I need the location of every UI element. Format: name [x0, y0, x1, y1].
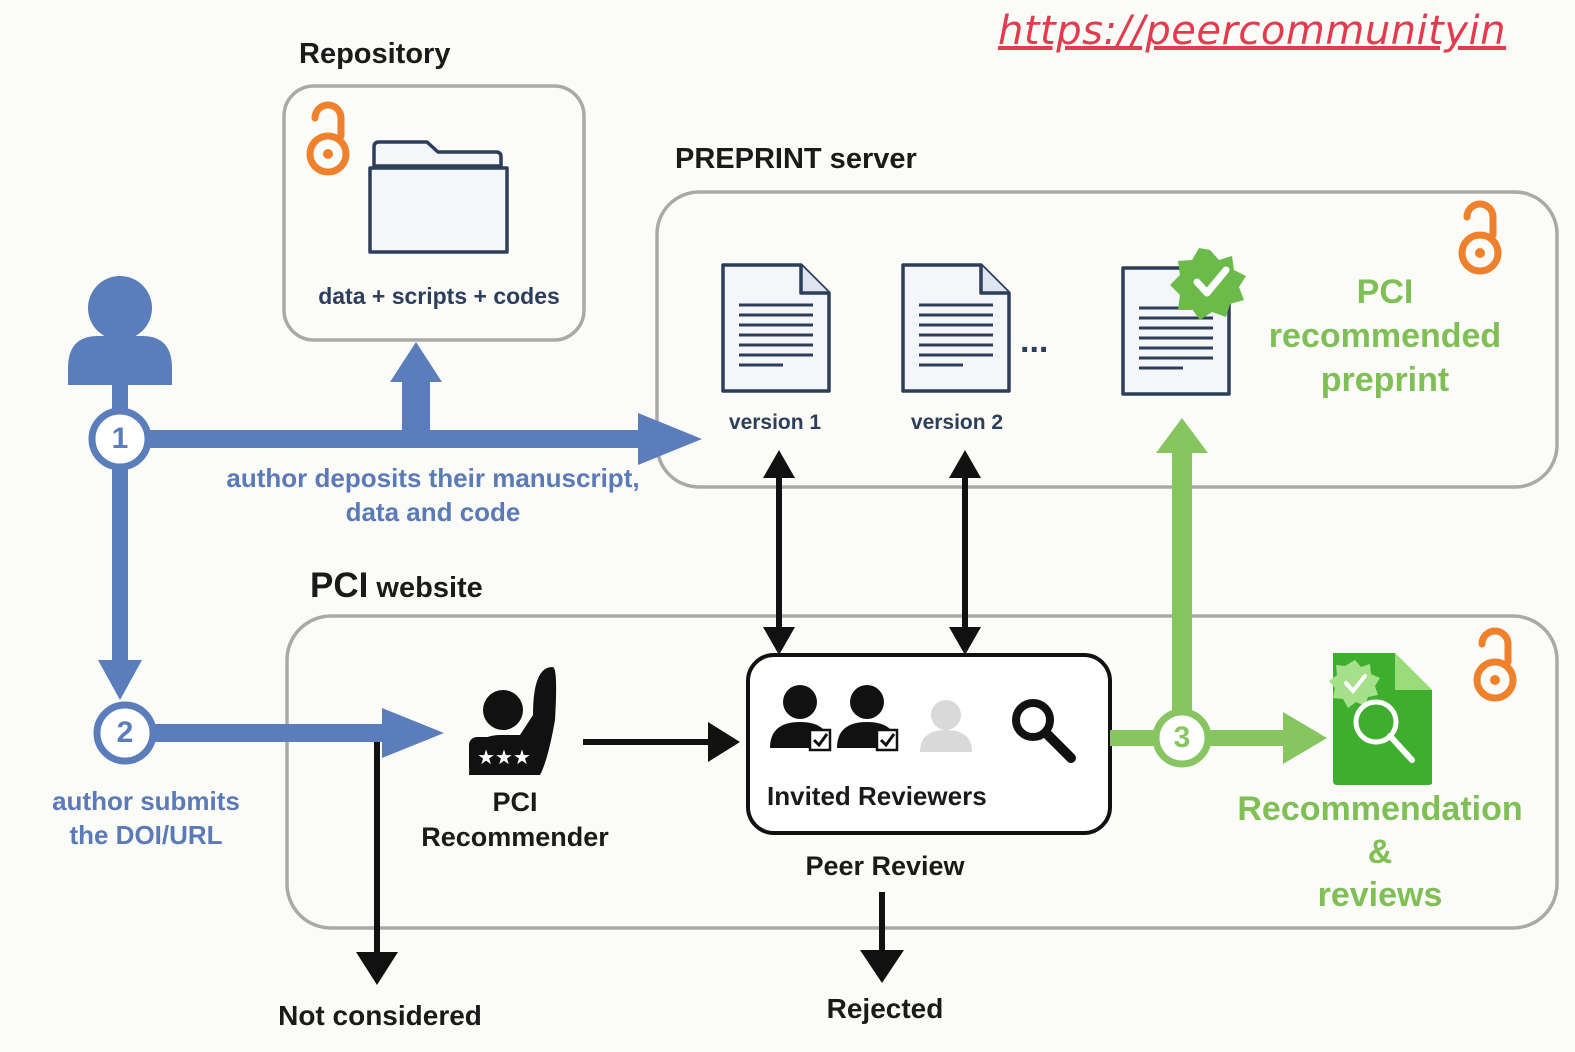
peer-review-label: Peer Review — [805, 851, 965, 881]
submit-line-2: the DOI/URL — [69, 820, 223, 850]
recommender-label: PCI Recommender — [405, 785, 625, 855]
version-2-label: version 2 — [910, 411, 1004, 434]
recommendation-document-icon — [1329, 653, 1432, 785]
recommender-line-2: Recommender — [421, 822, 609, 852]
step-2-number: 2 — [116, 716, 134, 749]
not-considered-arrow — [356, 742, 398, 985]
pci-website-title-rest: website — [368, 572, 483, 604]
open-access-icon — [1477, 631, 1513, 698]
author-flow-arrows — [98, 342, 702, 758]
recommendation-reviews-label: Recommendation & reviews — [1220, 788, 1540, 917]
step-1-circle — [88, 407, 152, 471]
folder-icon — [368, 140, 509, 254]
magnifier-icon — [1012, 699, 1076, 763]
recommended-line-2: recommended — [1268, 317, 1502, 355]
recommender-to-reviewers-arrow — [583, 722, 740, 762]
deposit-line-2: data and code — [345, 497, 521, 527]
review-exchange-arrows — [763, 450, 981, 655]
document-version-2-icon — [901, 263, 1011, 393]
submit-line-1: author submits — [52, 786, 240, 816]
repository-caption: data + scripts + codes — [318, 283, 560, 309]
pci-website-title-bold: PCI — [310, 566, 369, 605]
pci-website-title: PCI website — [310, 566, 483, 606]
step-3-number: 3 — [1173, 721, 1191, 754]
submit-caption: author submits the DOI/URL — [26, 784, 266, 852]
pci-recommended-preprint-label: PCI recommended preprint — [1240, 270, 1530, 402]
step-1-number: 1 — [111, 422, 129, 455]
open-access-icon — [310, 105, 346, 172]
result-line-3: reviews — [1317, 876, 1443, 914]
pci-url-link[interactable]: https://peercommunityin — [998, 8, 1506, 54]
rejected-label: Rejected — [826, 993, 944, 1024]
step-2-circle — [93, 701, 157, 765]
deposit-line-1: author deposits their manuscript, — [226, 463, 640, 493]
not-considered-label: Not considered — [278, 1000, 482, 1031]
rejected-arrow — [860, 892, 904, 983]
recommendation-flow-arrows — [1110, 418, 1327, 764]
open-access-icon — [1462, 204, 1498, 271]
ellipsis-label: ... — [1020, 322, 1049, 360]
step-3-circle — [1152, 708, 1212, 768]
reviewer-pending-icon — [920, 700, 972, 752]
repository-title: Repository — [299, 38, 451, 70]
pci-website-box — [285, 614, 1559, 930]
recommender-icon: ★★★ — [469, 666, 557, 775]
recommended-line-1: PCI — [1356, 273, 1414, 311]
result-line-1: Recommendation — [1237, 790, 1523, 828]
repository-box — [282, 84, 586, 342]
document-version-1-icon — [721, 263, 831, 393]
recommender-line-1: PCI — [492, 787, 538, 817]
preprint-server-box — [655, 190, 1559, 489]
invited-reviewers-label: Invited Reviewers — [767, 781, 987, 811]
recommended-line-3: preprint — [1320, 361, 1450, 399]
preprint-server-title: PREPRINT server — [675, 143, 917, 175]
result-line-2: & — [1367, 833, 1393, 871]
author-person-icon — [68, 276, 172, 385]
svg-text:★★★: ★★★ — [477, 745, 531, 769]
verified-badge-icon — [1170, 248, 1246, 320]
deposit-caption: author deposits their manuscript, data a… — [193, 461, 673, 529]
version-1-label: version 1 — [728, 411, 822, 434]
